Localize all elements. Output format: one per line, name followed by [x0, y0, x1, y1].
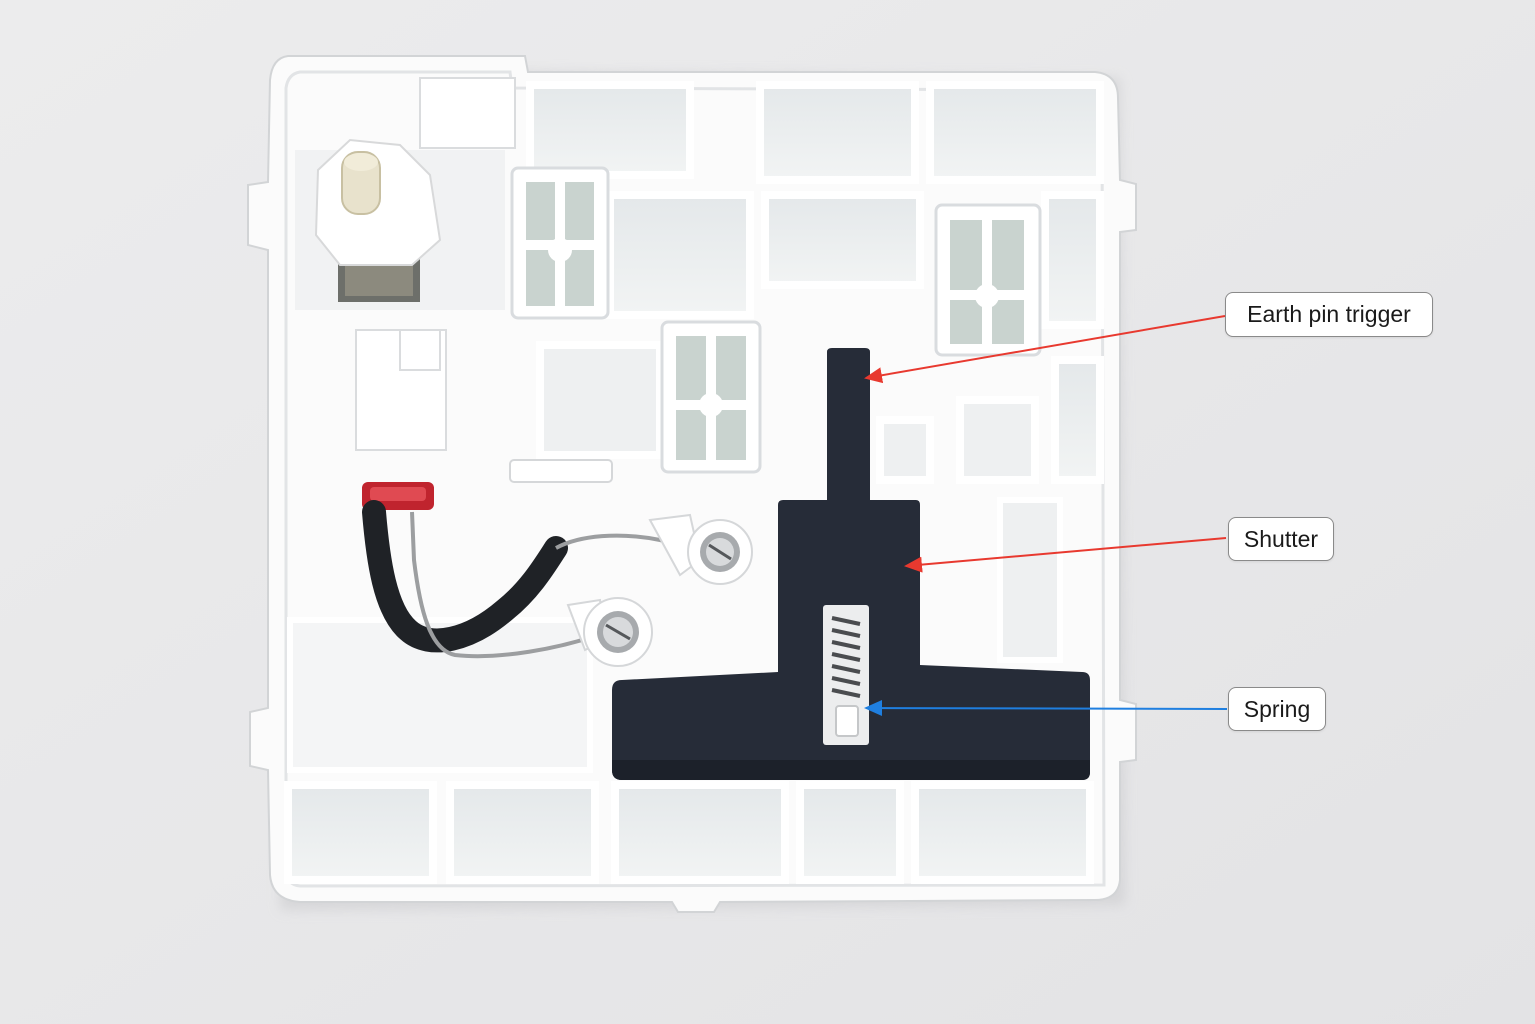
switch-mechanism — [295, 77, 613, 483]
terminal-screw-upper — [648, 513, 753, 585]
arrow-spring — [864, 700, 1228, 717]
black-cable — [362, 500, 568, 653]
pin-guide-right — [934, 203, 1042, 357]
shutter — [612, 348, 1090, 780]
label-spring: Spring — [1228, 687, 1326, 731]
arrow-shutter — [904, 537, 1227, 573]
bare-wire — [410, 511, 599, 659]
pin-guide-neutral — [660, 320, 762, 474]
pin-guide-live — [510, 166, 610, 320]
top-compartments — [526, 81, 1104, 484]
arrow-earth-pin-trigger — [864, 315, 1226, 384]
label-shutter: Shutter — [1228, 517, 1334, 561]
label-earth-pin-trigger: Earth pin trigger — [1225, 292, 1433, 337]
terminal-screw-lower — [566, 597, 653, 667]
spring — [823, 605, 869, 745]
